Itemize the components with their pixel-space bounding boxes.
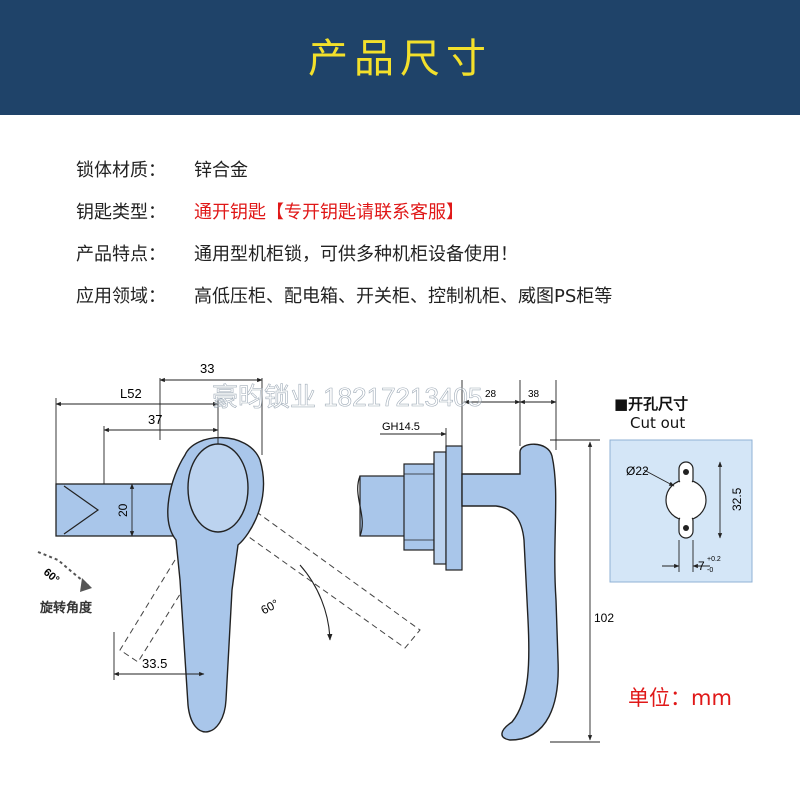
header-banner: 产品尺寸 bbox=[0, 0, 800, 115]
shaft-tip-mark bbox=[63, 485, 100, 535]
dim-tol-plus: +0.2 bbox=[707, 556, 721, 563]
page-title: 产品尺寸 bbox=[308, 36, 492, 82]
dim-angle-right: 60° bbox=[258, 596, 281, 617]
spec-value: 高低压柜、配电箱、开关柜、控制机柜、威图PS柜等 bbox=[194, 286, 613, 307]
spec-value: 通用型机柜锁，可供多种机柜设备使用！ bbox=[194, 244, 518, 265]
dim-angle-left: 60° bbox=[41, 566, 61, 586]
technical-drawing: 60° 60° 旋转角度 33 L52 37 20 33.5 bbox=[0, 340, 800, 800]
rotation-arrow bbox=[37, 551, 89, 586]
spec-label: 应用领域： bbox=[76, 286, 166, 307]
panel-washer bbox=[433, 451, 447, 565]
dim-tol-minus: -0 bbox=[707, 567, 713, 574]
dim-7: 7 bbox=[698, 559, 705, 573]
spec-row-application: 应用领域： 高低压柜、配电箱、开关柜、控制机柜、威图PS柜等 bbox=[76, 276, 612, 318]
side-view: 28 38 GH14.5 102 bbox=[357, 380, 614, 743]
dim-l52: L52 bbox=[120, 386, 142, 401]
dim-33: 33 bbox=[200, 361, 214, 376]
side-handle bbox=[461, 443, 559, 741]
unit-label: 单位：mm bbox=[628, 686, 732, 710]
rotated-handle-ghost bbox=[224, 499, 421, 649]
rotation-label: 旋转角度 bbox=[39, 600, 93, 615]
spec-label: 产品特点： bbox=[76, 244, 166, 265]
dim-37: 37 bbox=[148, 412, 162, 427]
dim-102: 102 bbox=[594, 611, 614, 625]
flange bbox=[445, 445, 463, 571]
spec-label: 钥匙类型： bbox=[76, 202, 166, 223]
dim-20: 20 bbox=[116, 503, 130, 517]
shaft bbox=[55, 483, 175, 537]
dim-28: 28 bbox=[485, 389, 497, 400]
spec-label: 锁体材质： bbox=[76, 160, 166, 181]
drawing-svg: 60° 60° 旋转角度 33 L52 37 20 33.5 bbox=[37, 361, 753, 743]
dim-gh14-5: GH14.5 bbox=[382, 421, 420, 433]
cutout-title-en: Cut out bbox=[630, 414, 686, 432]
rotated-handle-ghost bbox=[119, 559, 196, 663]
cutout-title-cn: ■开孔尺寸 bbox=[614, 395, 689, 413]
spec-row-features: 产品特点： 通用型机柜锁，可供多种机柜设备使用！ bbox=[76, 234, 612, 276]
dim-38: 38 bbox=[528, 389, 540, 400]
handle-head bbox=[187, 443, 249, 533]
spec-list: 锁体材质： 锌合金 钥匙类型： 通开钥匙【专开钥匙请联系客服】 产品特点： 通用型机柜… bbox=[76, 150, 612, 318]
dim-33-5: 33.5 bbox=[142, 656, 167, 671]
cutout-title: ■开孔尺寸 Cut out bbox=[614, 395, 688, 433]
spec-row-key-type: 钥匙类型： 通开钥匙【专开钥匙请联系客服】 bbox=[76, 192, 612, 234]
cutout-view: Ø22 32.5 7 +0.2 -0 bbox=[609, 439, 753, 583]
spec-value-highlight: 通开钥匙【专开钥匙请联系客服】 bbox=[194, 202, 464, 223]
nut bbox=[403, 463, 435, 551]
spec-value: 锌合金 bbox=[194, 160, 248, 181]
dim-32-5: 32.5 bbox=[730, 487, 744, 511]
front-view: 60° 60° 旋转角度 33 L52 37 20 33.5 bbox=[37, 361, 421, 733]
watermark: 豪昀锁业 18217213405 bbox=[212, 382, 482, 412]
dim-dia-22: Ø22 bbox=[626, 464, 649, 478]
spec-row-material: 锁体材质： 锌合金 bbox=[76, 150, 612, 192]
